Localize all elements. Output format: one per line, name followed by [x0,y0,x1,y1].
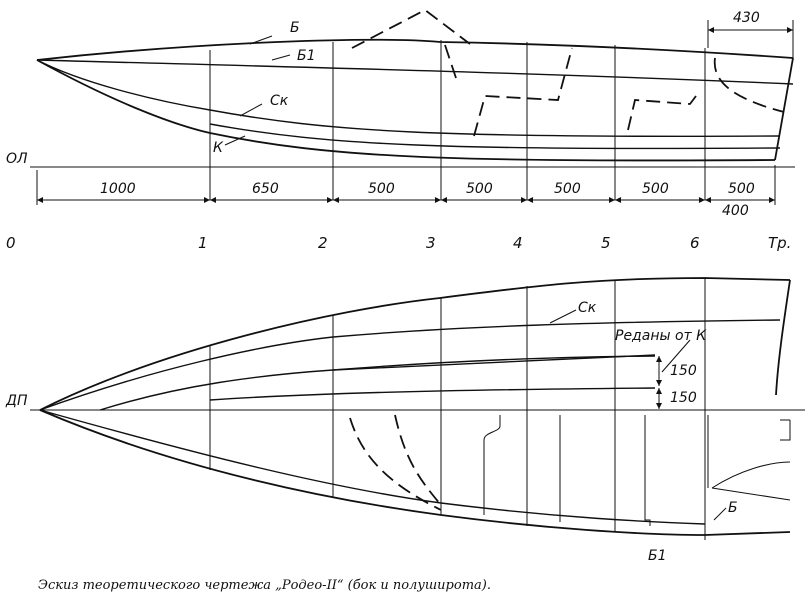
plan-view [30,277,805,536]
transom-below-label: 400 [722,203,749,219]
plan-step-line-1b [332,355,656,371]
keel-label: К [213,140,224,156]
plan-labels: ДП Ск Реданы от К 150 150 Б Б1 [5,300,738,564]
plan-deck-label: Б [728,500,738,516]
chine-line [36,59,781,138]
deck1-line [36,59,794,85]
station-lines-plan [209,278,706,540]
station-numbers: 0 1 2 3 4 5 6 Тр. [6,234,791,252]
spacing-label-6: 500 [728,181,755,197]
keel-line [36,59,776,162]
baseline-label: ОЛ [6,151,28,167]
plan-deck-outline [39,277,791,411]
cockpit-dash [473,47,573,137]
station-label-0: 0 [6,234,16,252]
spacing-label-2: 500 [368,181,395,197]
station-label-transom: Тр. [768,234,791,252]
spacing-label-1: 650 [252,181,279,197]
step2-label: 150 [670,390,697,406]
deck-line [36,38,794,61]
steps-label: Реданы от К [615,328,707,344]
step-dimensions [656,339,691,409]
keel-line-upper [209,123,781,150]
station-label-5: 5 [601,234,611,252]
spacing-label-5: 500 [642,181,669,197]
chine-label: Ск [270,93,289,109]
spacing-label-4: 500 [554,181,581,197]
windscreen-dash [351,8,471,79]
plan-deck-lower [39,409,706,525]
station-label-4: 4 [513,234,523,252]
plan-dash-arc-1 [349,417,442,511]
transom-profile [774,57,794,161]
spacing-label-0: 1000 [100,181,136,197]
plan-dash-arc-2 [394,414,442,506]
seat-dash [627,95,697,131]
spacing-label-3: 500 [466,181,493,197]
plan-deck1-outline [39,409,791,536]
plan-step-line-1 [99,354,656,411]
plan-deck1-label: Б1 [648,548,667,564]
deck1-label: Б1 [297,48,316,64]
plan-transom [775,279,791,396]
plan-frame-pillar [483,415,501,515]
spacing-dimensions [37,27,793,203]
station-label-2: 2 [318,234,328,252]
stern-overhang-label: 430 [733,10,760,26]
plan-stern-box [707,415,791,501]
station-label-1: 1 [198,234,208,252]
station-lines-profile [36,20,794,205]
step1-label: 150 [670,363,697,379]
station-label-6: 6 [690,234,700,252]
plan-chine-line [39,319,781,411]
profile-view [30,8,795,168]
station-label-3: 3 [426,234,436,252]
plan-step-line-2 [209,387,656,401]
figure-caption: Эскиз теоретического чертежа „Родео-II“ … [38,578,491,593]
spacing-labels: 1000 650 500 500 500 500 500 400 430 [100,10,760,219]
centerline-label: ДП [5,393,28,409]
stern-curve-dash [713,57,785,113]
profile-labels: ОЛ Б Б1 Ск К [6,20,316,167]
deck-label: Б [290,20,300,36]
plan-chine-label: Ск [578,300,597,316]
